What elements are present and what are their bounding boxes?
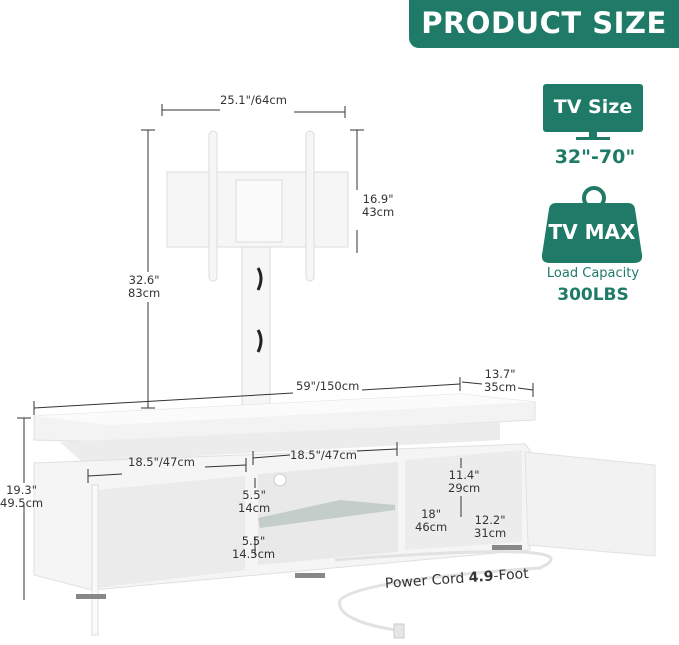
mount-height-label: 16.9" 43cm bbox=[362, 193, 394, 219]
right-height-cm: 29cm bbox=[448, 481, 481, 495]
banner-title: PRODUCT SIZE bbox=[421, 6, 667, 40]
right-depth-cm: 31cm bbox=[474, 526, 507, 540]
right-width-in: 18" bbox=[421, 507, 442, 521]
tv-mount-bracket bbox=[166, 130, 349, 406]
stand-height-label: 32.6" 83cm bbox=[128, 274, 160, 300]
shelf-upper-in: 5.5" bbox=[242, 488, 266, 502]
cabinet-height-in: 19.3" bbox=[6, 483, 38, 497]
weight-icon bbox=[542, 203, 642, 263]
shelf-lower-in: 5.5" bbox=[241, 534, 266, 548]
depth-cm: 35cm bbox=[484, 380, 517, 394]
right-width-cm: 46cm bbox=[415, 520, 448, 534]
right-depth-in: 12.2" bbox=[474, 513, 506, 527]
shelf-lower-label: 5.5" 14.5cm bbox=[232, 535, 275, 561]
tv-max-label: TV MAX bbox=[548, 220, 636, 244]
right-height-in: 11.4" bbox=[448, 468, 480, 482]
tv-stand-top-board bbox=[33, 393, 536, 462]
power-cord bbox=[334, 550, 553, 632]
cabinet-height-cm: 49.5cm bbox=[0, 496, 44, 510]
power-cord-suffix: -Foot bbox=[492, 565, 530, 585]
right-depth-label: 12.2" 31cm bbox=[474, 514, 506, 540]
tv-monitor-base bbox=[576, 137, 610, 140]
load-capacity-caption: Load Capacity bbox=[546, 266, 640, 281]
mount-width-label: 25.1"/64cm bbox=[220, 93, 287, 107]
tv-stand-cabinet bbox=[33, 443, 531, 636]
shelf-upper-label: 5.5" 14cm bbox=[238, 489, 270, 515]
tv-monitor-icon: TV Size bbox=[543, 84, 643, 132]
shelf-lower-cm: 14.5cm bbox=[232, 547, 276, 561]
mount-height-cm: 43cm bbox=[362, 205, 395, 219]
product-size-banner: PRODUCT SIZE bbox=[409, 0, 679, 48]
mount-height-in: 16.9" bbox=[362, 192, 394, 206]
tv-size-value: 32"-70" bbox=[554, 146, 636, 168]
depth-label: 13.7" 35cm bbox=[484, 368, 516, 394]
middle-compartment-width-label: 18.5"/47cm bbox=[290, 448, 357, 462]
tv-monitor-neck bbox=[589, 132, 597, 138]
depth-in: 13.7" bbox=[484, 367, 516, 381]
left-compartment-width-label: 18.5"/47cm bbox=[128, 455, 195, 469]
cabinet-height-label: 19.3" 49.5cm bbox=[0, 484, 43, 510]
stand-height-in: 32.6" bbox=[128, 273, 160, 287]
stand-height-cm: 83cm bbox=[128, 286, 161, 300]
shelf-upper-cm: 14cm bbox=[238, 501, 271, 515]
dimension-lines bbox=[17, 104, 534, 600]
right-height-label: 11.4" 29cm bbox=[448, 469, 480, 495]
tv-stand-right-door bbox=[524, 451, 656, 557]
total-width-label: 59"/150cm bbox=[296, 379, 360, 393]
power-cord-length: 4.9 bbox=[468, 568, 495, 587]
tv-size-label: TV Size bbox=[553, 96, 633, 118]
load-capacity-value: 300LBS bbox=[557, 285, 629, 305]
right-width-label: 18" 46cm bbox=[415, 508, 447, 534]
